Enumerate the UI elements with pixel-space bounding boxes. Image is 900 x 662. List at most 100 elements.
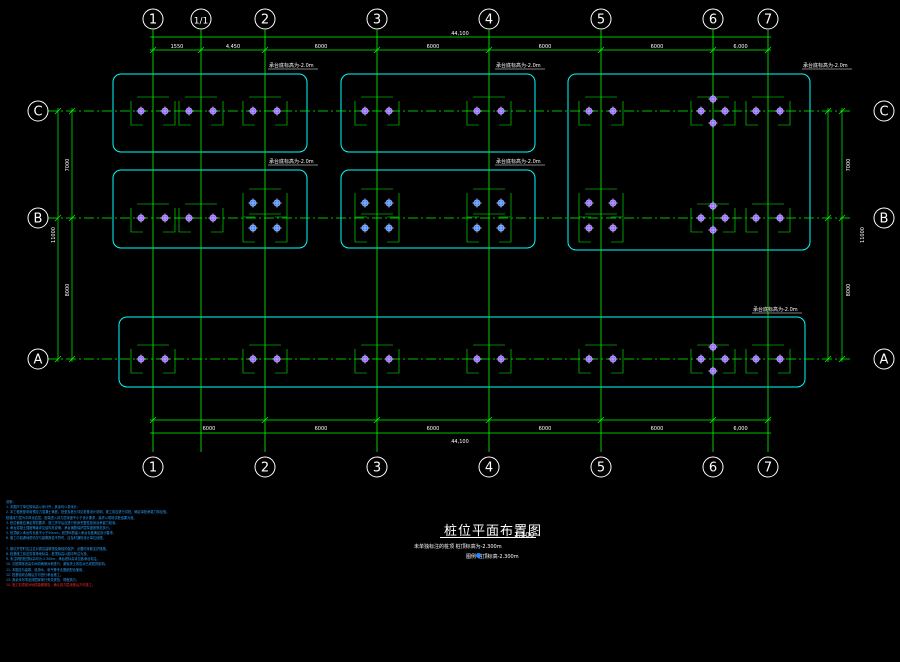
- cap-dim-bracket: [745, 208, 758, 233]
- group-label-texts: 承台底标高为-2.0m 承台底标高为-2.0m 承台底标高为-2.0m 承台底标高为-…: [268, 62, 852, 314]
- cap-dim-bracket: [690, 101, 703, 126]
- title-underline: [440, 537, 536, 538]
- dim-tick: [54, 214, 62, 222]
- note-line: 2. 本工程桩基采用预应力混凝土管桩，桩型及桩长详见桩基设计说明，施工前应进行试…: [6, 510, 170, 515]
- note-line: 3. 桩位偏差应满足规范要求，施工完毕后应进行桩身完整性检测及承载力检测。: [6, 520, 119, 525]
- notes-lines: 1. 本图尺寸单位除标高以米计外，其余均以毫米计。2. 本工程桩基采用预应力混凝…: [6, 505, 306, 583]
- piles: [130, 94, 791, 376]
- axis-bubble-label: 4: [485, 461, 493, 476]
- cap-dim-bracket: [211, 208, 224, 233]
- group-label-text: 承台底标高为-2.0m: [803, 62, 848, 69]
- axis-bubble: [478, 8, 500, 30]
- cap-dim-bracket: [745, 101, 758, 126]
- cap-dim-bracket: [745, 349, 758, 374]
- axis-bubble: [702, 456, 724, 478]
- axis-bubble-label: 2: [261, 461, 269, 476]
- dimension-text: 6000: [315, 426, 328, 432]
- axis-bubble: [757, 456, 779, 478]
- cap-dim-bracket: [611, 218, 624, 243]
- axis-bubble-label: 1: [149, 13, 157, 28]
- axis-bubble: [590, 8, 612, 30]
- group-label-text: 承台底标高为-2.0m: [269, 158, 314, 165]
- cap-dim-bracket: [275, 193, 288, 218]
- dim-tick: [597, 416, 605, 424]
- axis-bubble: [142, 456, 164, 478]
- cap-dim-bracket: [466, 101, 479, 126]
- axis-bubble-label: C: [879, 105, 888, 120]
- dimension-text: 1550: [171, 44, 184, 50]
- cap-dim-bracket: [275, 101, 288, 126]
- axis-bubble: [254, 8, 276, 30]
- cap-dim-bracket: [242, 193, 255, 218]
- cap-dim-bracket: [578, 218, 591, 243]
- note-line: 1. 本图尺寸单位除标高以米计外，其余均以毫米计。: [6, 505, 81, 510]
- axis-bubble-label: C: [33, 105, 42, 120]
- cap-dim-bracket: [611, 101, 624, 126]
- axis-bubble-label: 6: [709, 13, 717, 28]
- cap-dim-bracket: [163, 349, 176, 374]
- dimension-text: 4,450: [226, 44, 240, 50]
- cap-dim-bracket: [778, 349, 791, 374]
- dimension-text: 7000: [65, 159, 71, 172]
- cap-dim-bracket: [242, 101, 255, 126]
- cap-dim-bracket: [578, 193, 591, 218]
- cap-dim-bracket: [611, 349, 624, 374]
- group-label-text: 承台底标高为-2.0m: [496, 62, 541, 69]
- axis-lines: [48, 30, 852, 452]
- axis-bubble: [27, 207, 49, 229]
- cap-dim-bracket: [211, 101, 224, 126]
- dimension-text: 6000: [651, 426, 664, 432]
- axis-bubble-label: A: [880, 353, 889, 368]
- dim-tick: [485, 46, 493, 54]
- design-notes: 说明： 1. 本图尺寸单位除标高以米计外，其余均以毫米计。2. 本工程桩基采用预…: [6, 500, 306, 588]
- dim-tick: [54, 355, 62, 363]
- dimension-text: 6000: [539, 44, 552, 50]
- dimension-text: 6,000: [733, 44, 747, 50]
- note-line: 12. 桩基验收合格后方可进行承台施工。: [6, 572, 64, 577]
- dim-tick: [68, 214, 76, 222]
- axis-bubble: [190, 8, 212, 30]
- cap-dim-bracket: [354, 218, 367, 243]
- pile-cap-group-outline: [340, 169, 536, 249]
- axis-bubble: [757, 8, 779, 30]
- cap-dim-bracket: [387, 101, 400, 126]
- cap-dim-bracket: [163, 208, 176, 233]
- cap-dim-bracket: [242, 349, 255, 374]
- cap-dim-bracket: [499, 101, 512, 126]
- cap-dim-bracket: [354, 101, 367, 126]
- dim-tick: [485, 416, 493, 424]
- dim-tick: [373, 416, 381, 424]
- cap-dim-bracket: [130, 101, 143, 126]
- axis-bubble: [873, 207, 895, 229]
- axis-bubble-label: B: [34, 212, 43, 227]
- axis-bubble: [142, 8, 164, 30]
- axis-bubble: [27, 348, 49, 370]
- note-line: 13. 其余未尽事宜按国家现行有关规范、规程执行。: [6, 578, 80, 583]
- cap-dim-bracket: [778, 101, 791, 126]
- cap-dim-bracket: [387, 193, 400, 218]
- axis-bubble-label: 2: [261, 13, 269, 28]
- cap-dim-bracket: [387, 349, 400, 374]
- cap-dim-bracket: [499, 218, 512, 243]
- drawing-scale: 1:100: [514, 531, 535, 539]
- legend-row-1: 未单独标注的桩顶 桩顶标高为-2.300m: [414, 544, 502, 550]
- group-label-text: 承台底标高为-2.0m: [269, 62, 314, 69]
- cap-dim-bracket: [275, 218, 288, 243]
- cap-dim-bracket: [275, 349, 288, 374]
- cap-dim-bracket: [466, 193, 479, 218]
- cap-dim-bracket: [690, 349, 703, 374]
- dim-tick: [68, 107, 76, 115]
- note-line: 5. 桩顶嵌入承台内长度不小于50mm，桩顶纵筋锚入承台长度满足设计要求。: [6, 531, 116, 536]
- dim-tick: [824, 355, 832, 363]
- axis-bubble-label: 6: [709, 461, 717, 476]
- dimension-lines: [54, 36, 846, 434]
- axis-bubble-label: A: [34, 353, 43, 368]
- dim-tick: [54, 107, 62, 115]
- note-line: 6. 施工中如遇地质情况与勘察报告不符时，应及时通知设计单位处理。: [6, 536, 106, 541]
- dim-tick: [149, 46, 157, 54]
- dimension-text: 8000: [65, 284, 71, 297]
- axis-bubble-label: 1: [149, 461, 157, 476]
- note-line: 4. 承台混凝土强度等级详见结构总说明，承台钢筋保护层厚度按规范执行。: [6, 526, 113, 531]
- axis-bubble: [27, 100, 49, 122]
